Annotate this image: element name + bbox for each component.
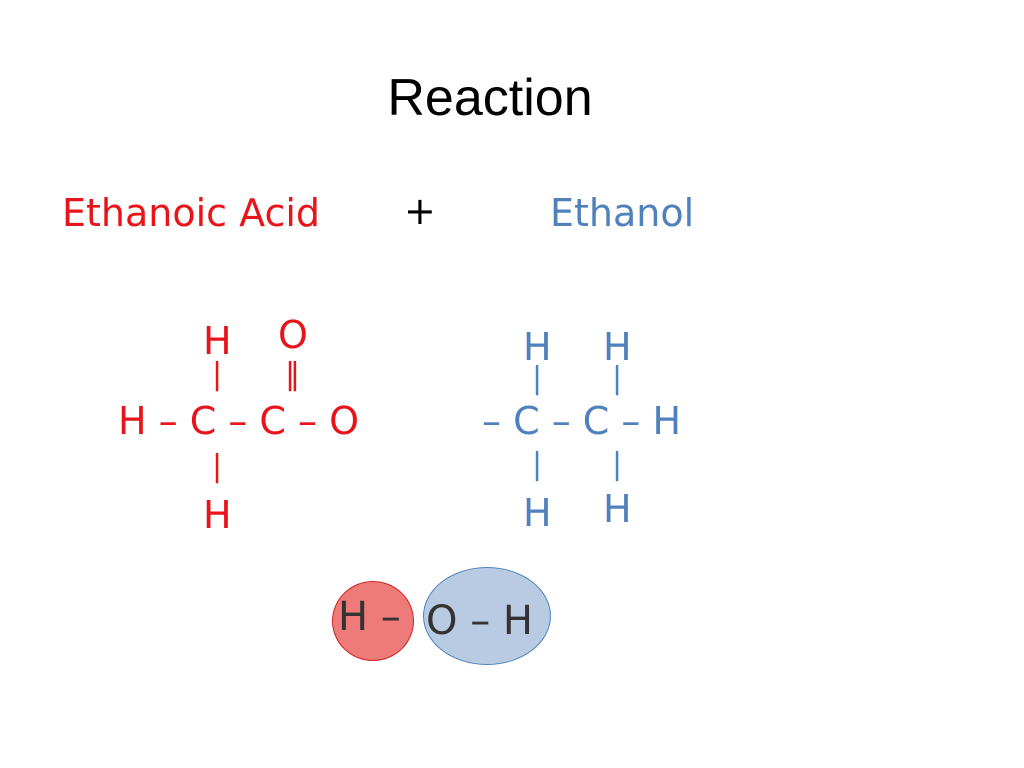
acid-double-bond: ‖ <box>285 357 300 392</box>
ethanol-bottom-hydrogen-2: H <box>603 487 632 531</box>
ethanol-main-chain: – C – C – H <box>482 399 682 443</box>
hydrogen-highlight-ellipse <box>332 581 414 661</box>
acid-main-chain: H – C – C – O <box>118 399 360 443</box>
acid-bond-up: | <box>212 357 223 392</box>
ethanoic-acid-label: Ethanoic Acid <box>62 191 321 235</box>
ethanol-top-hydrogen-2: H <box>603 325 632 369</box>
ethanol-bond-up-2: | <box>612 361 623 396</box>
water-hydrogen-group: H – <box>338 594 401 640</box>
ethanol-bond-down-2: | <box>612 447 623 482</box>
acid-top-hydrogen: H <box>203 319 232 363</box>
ethanol-top-hydrogen-1: H <box>523 325 552 369</box>
water-hydroxyl-group: O – H <box>426 598 533 644</box>
slide-title: Reaction <box>387 69 593 127</box>
ethanol-label: Ethanol <box>550 191 695 235</box>
acid-bottom-hydrogen: H <box>203 493 232 537</box>
ethanol-bond-up-1: | <box>532 361 543 396</box>
ethanol-bottom-hydrogen-1: H <box>523 491 552 535</box>
plus-sign: + <box>404 189 436 233</box>
acid-carbonyl-oxygen: O <box>278 313 308 357</box>
acid-bond-down: | <box>212 449 223 484</box>
hydroxyl-highlight-ellipse <box>423 567 551 665</box>
ethanol-bond-down-1: | <box>532 447 543 482</box>
